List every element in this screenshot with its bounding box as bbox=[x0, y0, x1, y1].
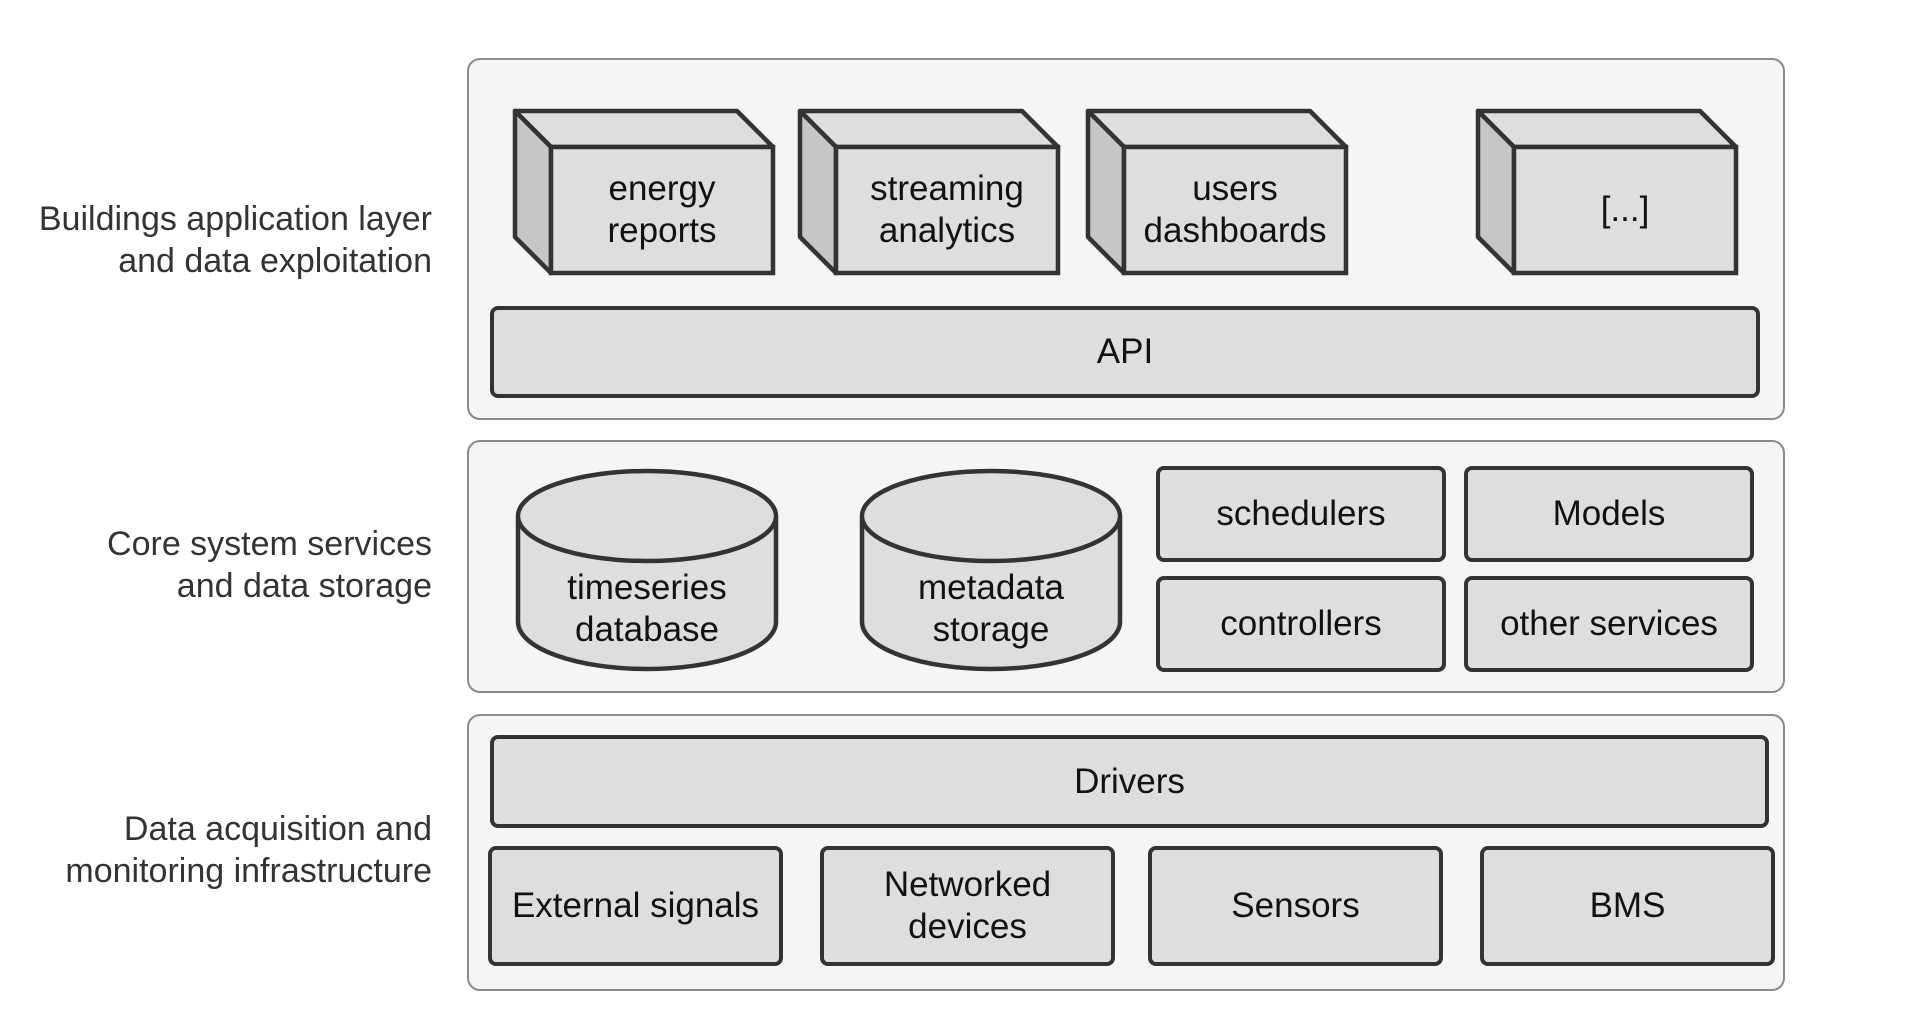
layer-label-line: Data acquisition and bbox=[123, 810, 432, 848]
layer-label-line: monitoring infrastructure bbox=[65, 852, 432, 890]
api-bar: API bbox=[490, 306, 1760, 398]
app-box-users-dashboards bbox=[1085, 108, 1349, 276]
drivers-bar: Drivers bbox=[490, 735, 1769, 828]
layer-label-application: Buildings application layer and data exp… bbox=[0, 198, 432, 282]
layer-label-line: and data storage bbox=[176, 567, 432, 605]
layer-label-core: Core system services and data storage bbox=[0, 523, 432, 607]
layer-label-acquisition: Data acquisition and monitoring infrastr… bbox=[0, 808, 432, 892]
layer-label-line: and data exploitation bbox=[118, 242, 432, 280]
app-box-label: [...] bbox=[1600, 190, 1650, 229]
app-box-label: users dashboards bbox=[1143, 169, 1327, 250]
app-box-more bbox=[1475, 108, 1739, 276]
service-box-other-services: other services bbox=[1464, 576, 1754, 672]
database-label: timeseries database bbox=[567, 568, 727, 649]
service-box-schedulers: schedulers bbox=[1156, 466, 1446, 562]
app-box-energy-reports bbox=[512, 108, 776, 276]
layer-label-line: Core system services bbox=[107, 525, 432, 563]
source-box-external-signals: External signals bbox=[488, 846, 783, 966]
service-box-controllers: controllers bbox=[1156, 576, 1446, 672]
database-label: metadata storage bbox=[918, 568, 1064, 649]
app-box-label: energy reports bbox=[607, 169, 717, 250]
service-box-models: Models bbox=[1464, 466, 1754, 562]
source-box-networked-devices: Networked devices bbox=[820, 846, 1115, 966]
source-box-bms: BMS bbox=[1480, 846, 1775, 966]
app-box-label: streaming analytics bbox=[870, 169, 1024, 250]
source-box-sensors: Sensors bbox=[1148, 846, 1443, 966]
layer-label-line: Buildings application layer bbox=[38, 200, 432, 238]
database-cylinder-timeseries bbox=[515, 468, 779, 672]
database-cylinder-metadata bbox=[859, 468, 1123, 672]
app-box-streaming-analytics bbox=[797, 108, 1061, 276]
